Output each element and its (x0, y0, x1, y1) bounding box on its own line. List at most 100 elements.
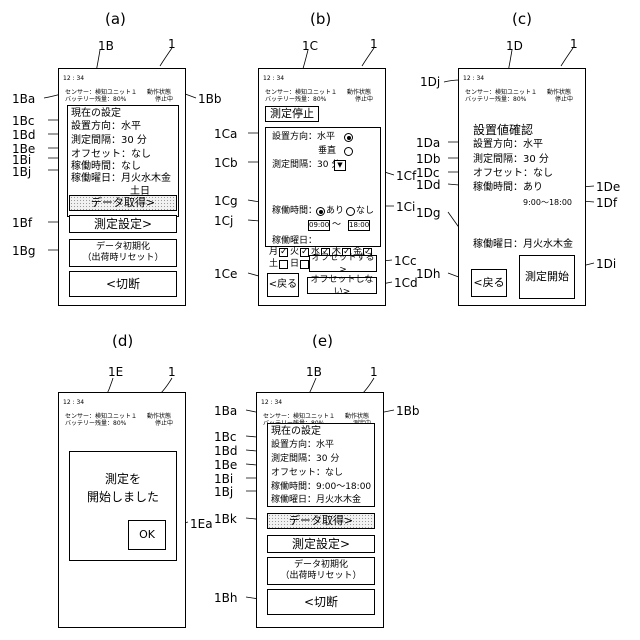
vertical-label: 垂直 (318, 146, 336, 157)
measurement-settings-button[interactable]: 測定設定> (267, 535, 375, 553)
ref-ca: 1Ca (214, 128, 237, 140)
day-checkbox[interactable]: ✓ (300, 248, 309, 257)
confirm-title: 設置値確認 (473, 121, 533, 138)
status-state-label: 動作状態 (147, 89, 171, 96)
settings-form: 設置方向：水平 垂直 測定間隔：30 分 ▼ 稼働時間： あり なし 09:00… (265, 127, 381, 247)
ref-bd: 1Bd (12, 129, 35, 141)
settings-direction: 設置方向：水平 (271, 440, 334, 451)
back-button[interactable]: <戻る (267, 273, 299, 297)
ref-cg: 1Cg (214, 195, 238, 207)
day-checkbox[interactable] (279, 260, 288, 269)
confirm-interval: 測定間隔：30 分 (473, 154, 549, 166)
status-time: 12 : 34 (261, 399, 282, 406)
data-acquire-button[interactable]: データ取得> (267, 513, 375, 529)
ref-bd: 1Bd (214, 445, 237, 457)
day-label: 月 (269, 247, 278, 258)
day-checkbox[interactable]: ✓ (279, 248, 288, 257)
data-acquire-button[interactable]: データ取得> (69, 195, 177, 211)
ref-status-right: 1Bb (198, 93, 221, 105)
ref-device: 1 (570, 38, 578, 50)
ref-ba: 1Ba (214, 405, 237, 417)
status-battery: バッテリー残量：80% (65, 420, 126, 427)
settings-offset: オフセット：なし (71, 149, 151, 161)
status-sensor: センサー：検知ユニット１ (465, 89, 537, 96)
radio-hours-on[interactable] (316, 207, 325, 216)
radio-horizontal[interactable] (344, 133, 353, 142)
status-state-label: 動作状態 (345, 413, 369, 420)
start-measurement-button[interactable]: 測定開始 (519, 255, 575, 299)
ref-db: 1Db (416, 153, 441, 165)
confirm-offset: オフセット：なし (473, 168, 553, 180)
settings-days: 稼働曜日：月火水木金 (71, 173, 171, 185)
data-init-button[interactable]: データ初期化 （出荷時リセット） (69, 239, 177, 267)
ref-de: 1De (596, 181, 620, 193)
data-init-button[interactable]: データ初期化 （出荷時リセット） (267, 557, 375, 585)
ref-dh: 1Dh (416, 268, 440, 280)
ref-ea: 1Ea (190, 518, 213, 530)
status-sensor: センサー：検知ユニット１ (65, 413, 137, 420)
panel-label: (c) (512, 10, 532, 28)
back-button[interactable]: <戻る (471, 269, 507, 297)
status-time: 12 : 34 (63, 399, 84, 406)
days-label: 稼働曜日： (272, 236, 317, 247)
ref-bh: 1Bh (214, 592, 237, 604)
settings-days: 稼働曜日：月火水木金 (271, 495, 361, 506)
ok-button[interactable]: OK (128, 520, 166, 550)
ref-cj: 1Cj (214, 215, 233, 227)
disconnect-button[interactable]: <切断 (267, 589, 375, 615)
panel-label: (b) (310, 10, 331, 28)
status-state-label: 動作状態 (347, 89, 371, 96)
offset-off-button[interactable]: オフセットしない> (307, 277, 377, 294)
ref-bb: 1Bb (396, 405, 419, 417)
ref-device: 1 (168, 366, 176, 378)
status-battery: バッテリー残量：80% (65, 96, 126, 103)
day-label: 日 (290, 259, 299, 270)
ref-device: 1 (168, 38, 176, 50)
settings-interval: 測定間隔：30 分 (271, 454, 339, 465)
ref-di: 1Di (596, 258, 616, 270)
ref-screen: 1E (108, 366, 123, 378)
panel-label: (d) (112, 332, 133, 350)
day-checkbox[interactable] (300, 260, 309, 269)
dialog-message-line2: 開始しました (70, 488, 176, 505)
interval-dropdown[interactable]: ▼ (334, 160, 346, 171)
settings-direction: 設置方向：水平 (71, 121, 141, 133)
ref-bg: 1Bg (12, 245, 35, 257)
ref-screen: 1D (506, 40, 523, 52)
measurement-settings-button[interactable]: 測定設定> (69, 215, 177, 233)
ref-df: 1Df (596, 197, 617, 209)
direction-label: 設置方向：水平 (272, 132, 335, 143)
data-init-sublabel: （出荷時リセット） (280, 571, 361, 582)
ref-be: 1Be (214, 459, 237, 471)
ref-dd: 1Dd (416, 179, 441, 191)
ref-dg: 1Dg (416, 207, 441, 219)
ref-bc: 1Bc (12, 115, 34, 127)
offset-on-button[interactable]: オフセットする> (309, 255, 377, 272)
data-init-label: データ初期化 (96, 242, 150, 253)
radio-hours-off[interactable] (346, 207, 355, 216)
status-time: 12 : 34 (463, 75, 484, 82)
hours-label: 稼働時間： (272, 206, 317, 217)
ref-screen: 1C (302, 40, 318, 52)
stop-measurement-button[interactable]: 測定停止 (265, 106, 319, 122)
status-time: 12 : 34 (263, 75, 284, 82)
start-dialog: 測定を 開始しました OK (69, 451, 177, 561)
ref-bk: 1Bk (214, 513, 237, 525)
ref-bf: 1Bf (12, 217, 32, 229)
status-battery: バッテリー残量：80% (265, 96, 326, 103)
radio-vertical[interactable] (344, 147, 353, 156)
confirm-hours-range: 9:00〜18:00 (523, 197, 572, 208)
settings-interval: 測定間隔：30 分 (71, 135, 147, 147)
time-to-input[interactable]: 18:00 (348, 220, 370, 231)
phone-screen: 12 : 34 センサー：検知ユニット１ バッテリー残量：80% 動作状態 停止… (58, 68, 186, 306)
status-state-value: 停止中 (155, 420, 173, 427)
phone-screen: 12 : 34 センサー：検知ユニット１ バッテリー残量：80% 動作状態 測定… (256, 392, 384, 628)
disconnect-button[interactable]: <切断 (69, 271, 177, 297)
time-from-input[interactable]: 09:00 (308, 220, 330, 231)
ref-bi: 1Bi (214, 473, 233, 485)
ref-screen: 1B (98, 40, 114, 52)
status-sensor: センサー：検知ユニット１ (263, 413, 335, 420)
ref-dj: 1Dj (420, 76, 440, 88)
data-init-sublabel: （出荷時リセット） (82, 253, 163, 264)
ref-device: 1 (370, 38, 378, 50)
